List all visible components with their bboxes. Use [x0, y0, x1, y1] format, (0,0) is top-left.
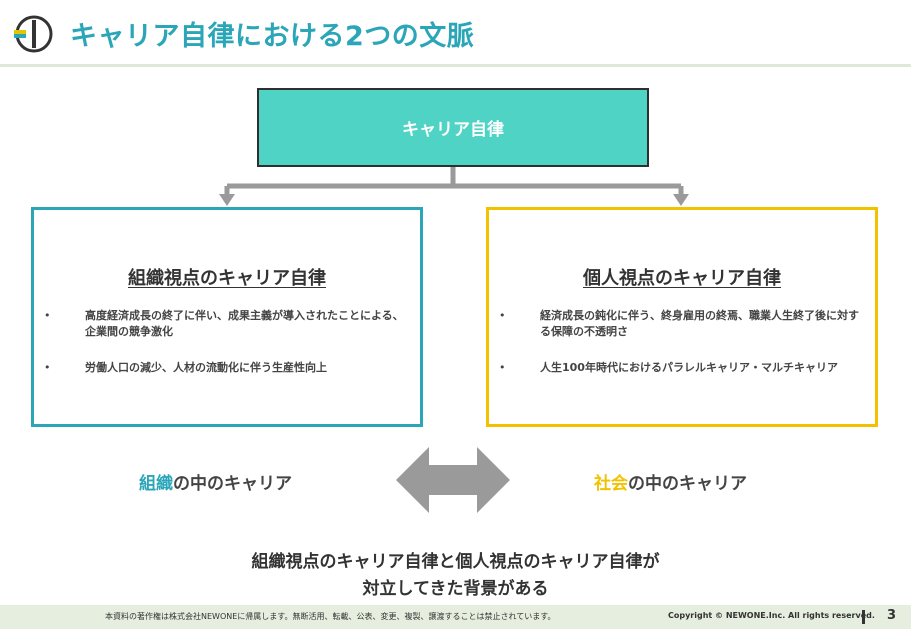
list-item: • 人生100年時代におけるパラレルキャリア・マルチキャリア — [499, 361, 838, 374]
organization-perspective-title: 組織視点のキャリア自律 — [128, 268, 326, 289]
copyright-notice: 本資料の著作権は株式会社NEWONEに帰属します。無断活用、転載、公表、変更、複… — [105, 612, 556, 621]
organization-perspective-box: 組織視点のキャリア自律 • 高度経済成長の終了に伴い、成果主義が導入されたことに… — [31, 207, 423, 427]
career-autonomy-box: キャリア自律 — [257, 88, 649, 167]
newone-logo-icon — [14, 15, 53, 53]
individual-perspective-box: 個人視点のキャリア自律 • 経済成長の鈍化に伴う、終身雇用の終焉、職業人生終了後… — [486, 207, 878, 427]
organization-bullet-list: • 高度経済成長の終了に伴い、成果主義が導入されたことによる、企業間の競争激化 … — [44, 308, 406, 396]
header-divider — [0, 64, 911, 67]
page-title: キャリア自律における2つの文脈 — [70, 21, 475, 52]
society-context-label: 社会の中のキャリア — [594, 474, 747, 494]
conclusion-line-1: 組織視点のキャリア自律と個人視点のキャリア自律が — [251, 552, 660, 572]
bullet-icon: • — [44, 309, 51, 322]
footer: 本資料の著作権は株式会社NEWONEに帰属します。無断活用、転載、公表、変更、複… — [0, 605, 911, 629]
list-item: • 経済成長の鈍化に伴う、終身雇用の終焉、職業人生終了後に対する保障の不透明さ — [499, 309, 859, 338]
individual-perspective-title: 個人視点のキャリア自律 — [583, 268, 781, 289]
bullet-icon: • — [499, 361, 506, 374]
organization-context-label: 組織の中のキャリア — [139, 474, 292, 494]
list-item: • 労働人口の減少、人材の流動化に伴う生産性向上 — [44, 361, 327, 374]
conclusion-line-2: 対立してきた背景がある — [362, 579, 549, 599]
double-headed-arrow-icon — [396, 447, 510, 513]
list-item: • 高度経済成長の終了に伴い、成果主義が導入されたことによる、企業間の競争激化 — [44, 309, 404, 338]
career-autonomy-label: キャリア自律 — [402, 120, 504, 140]
page-number: 3 — [887, 608, 897, 623]
bullet-icon: • — [44, 361, 51, 374]
copyright-line: Copyright © NEWONE.Inc. All rights reser… — [668, 611, 875, 620]
bullet-icon: • — [499, 309, 506, 322]
individual-bullet-list: • 経済成長の鈍化に伴う、終身雇用の終焉、職業人生終了後に対する保障の不透明さ … — [499, 308, 861, 396]
footer-divider — [862, 610, 865, 624]
